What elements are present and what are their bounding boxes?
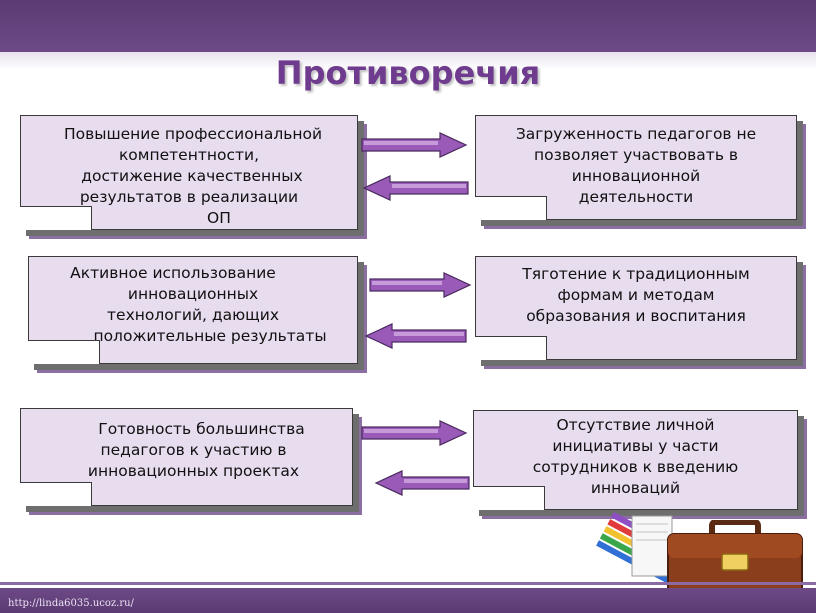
text-line: сотрудников к введению <box>532 458 739 476</box>
text-line: Загруженность педагогов не <box>515 125 757 143</box>
left-card-3-text: Готовность большинства педагогов к участ… <box>21 419 352 482</box>
top-band <box>0 0 816 52</box>
left-card-1-text: Повышение профессиональной компетентност… <box>21 124 357 229</box>
page-fold <box>20 206 92 230</box>
left-arrow-2 <box>364 323 467 349</box>
text-line: формам и методам <box>557 286 715 304</box>
text-line: инновационных проектах <box>87 462 300 480</box>
page-fold <box>475 336 547 360</box>
text-line: Отсутствие личной <box>556 416 715 434</box>
text-line: Повышение профессиональной <box>63 125 323 143</box>
page-fold <box>20 482 92 506</box>
page-fold <box>475 196 547 220</box>
bottom-band <box>0 588 816 613</box>
page-fold <box>28 340 100 364</box>
text-line: инновационной <box>571 167 701 185</box>
right-card-2-text: Тяготение к традиционным формам и метода… <box>476 264 796 327</box>
right-arrow-1 <box>361 132 468 158</box>
left-card-3: Готовность большинства педагогов к участ… <box>20 408 353 506</box>
left-card-2: Активное использование инновационных тех… <box>28 256 358 364</box>
bottom-line <box>0 582 816 585</box>
text-line: инновационных <box>127 285 259 303</box>
right-arrow-2 <box>369 272 472 298</box>
text-line: компетентности, <box>118 146 260 164</box>
text-line: педагогов к участию в <box>100 441 287 459</box>
text-line: образования и воспитания <box>526 307 746 325</box>
right-arrow-3 <box>361 420 468 446</box>
text-line: результатов в реализации <box>79 188 299 206</box>
right-card-1-text: Загруженность педагогов не позволяет уча… <box>476 124 796 208</box>
right-card-2: Тяготение к традиционным формам и метода… <box>475 256 797 360</box>
slide-title: Противоречия <box>275 54 541 92</box>
text-line: инноваций <box>590 479 681 497</box>
text-line: ОП <box>207 209 231 227</box>
page-fold <box>473 486 545 510</box>
text-line: деятельности <box>578 188 694 206</box>
text-line: Тяготение к традиционным <box>522 265 750 283</box>
left-card-2-text: Активное использование инновационных тех… <box>29 263 357 347</box>
top-band-fade <box>0 52 816 70</box>
right-card-3-text: Отсутствие личной инициативы у части сот… <box>474 415 797 499</box>
right-card-1: Загруженность педагогов не позволяет уча… <box>475 115 797 220</box>
left-arrow-1 <box>362 175 469 201</box>
text-line: положительные результаты <box>93 327 327 345</box>
text-line: технологий, дающих <box>107 306 279 324</box>
briefcase-icon <box>667 520 803 603</box>
right-card-3: Отсутствие личной инициативы у части сот… <box>473 410 798 510</box>
footer-url: http://linda6035.ucoz.ru/ <box>8 598 134 609</box>
text-line: Активное использование <box>70 264 276 282</box>
text-line: позволяет участвовать в <box>533 146 739 164</box>
left-card-1: Повышение профессиональной компетентност… <box>20 115 358 230</box>
text-line: инициативы у части <box>552 437 719 455</box>
text-line: достижение качественных <box>81 167 303 185</box>
text-line: Готовность большинства <box>98 420 305 438</box>
left-arrow-3 <box>374 470 470 496</box>
